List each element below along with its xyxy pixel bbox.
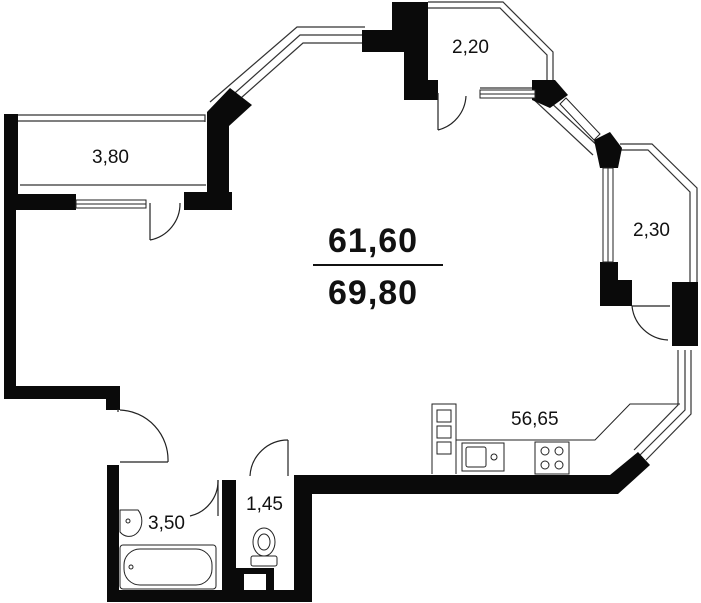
total-area: 69,80: [328, 274, 418, 312]
toilet-area: 1,45: [246, 494, 283, 515]
balcony-right-area: 2,30: [633, 220, 670, 241]
main-room-area: 56,65: [511, 409, 559, 430]
kitchen-counter: [431, 403, 680, 474]
stove-icon: [534, 441, 570, 475]
doors: [117, 93, 670, 517]
windows: [75, 89, 614, 263]
bathtub-icon: [119, 544, 217, 590]
sink-icon: [461, 442, 505, 472]
balcony-outlines: [18, 1, 698, 461]
walls: [4, 2, 698, 602]
balcony-left-area: 3,80: [92, 147, 129, 168]
living-area-total: 61,60: [328, 222, 418, 260]
bathroom-area: 3,50: [148, 513, 185, 534]
balcony-top-area: 2,20: [452, 37, 489, 58]
washbasin-icon: [119, 509, 143, 537]
toilet-icon: [250, 527, 278, 567]
